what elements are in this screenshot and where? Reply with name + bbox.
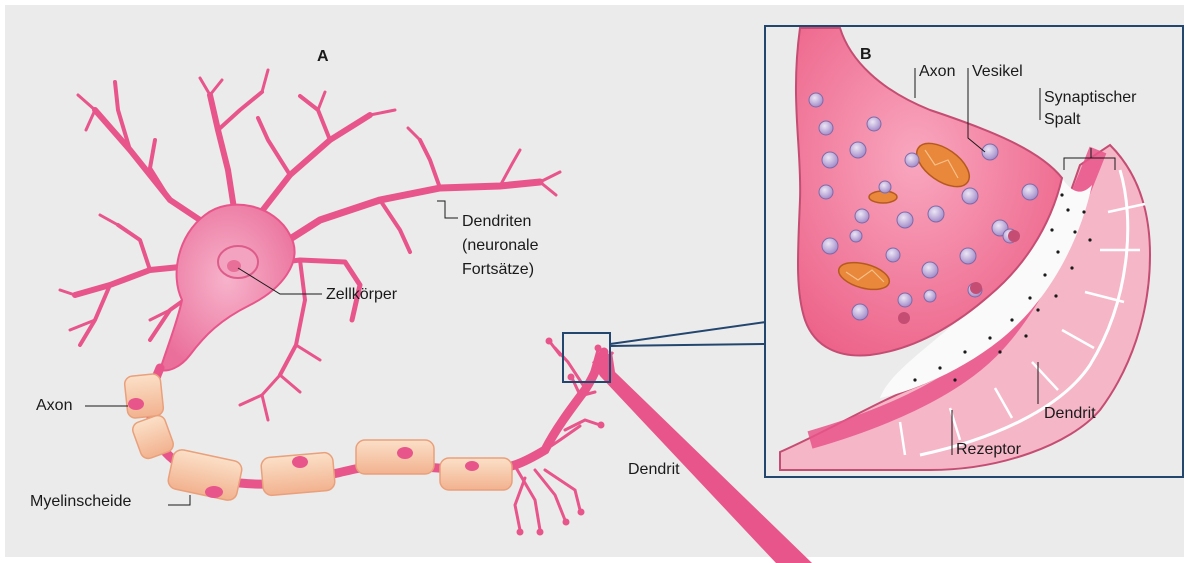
label-axon: Axon	[36, 396, 72, 415]
panel-a-title: A	[317, 47, 329, 66]
label-dendrites: Dendriten	[462, 212, 531, 231]
label-synapse-axon: Axon	[919, 62, 955, 81]
label-synaptic-cleft: Synaptischer	[1044, 88, 1137, 107]
label-synaptic-cleft-line2: Spalt	[1044, 110, 1080, 129]
label-target-dendrite: Dendrit	[628, 460, 680, 479]
label-dendrites-line2: (neuronale	[462, 236, 539, 255]
label-myelin-sheath: Myelinscheide	[30, 492, 131, 511]
label-cell-body: Zellkörper	[326, 285, 397, 304]
myelin-sheath	[124, 373, 512, 502]
label-receptor: Rezeptor	[956, 440, 1021, 459]
cell-body	[160, 205, 294, 371]
label-synapse-dendrite: Dendrit	[1044, 404, 1096, 423]
nucleolus	[227, 260, 241, 272]
label-vesicle: Vesikel	[972, 62, 1023, 81]
panel-b-title: B	[860, 45, 872, 64]
label-dendrites-line3: Fortsätze)	[462, 260, 534, 279]
